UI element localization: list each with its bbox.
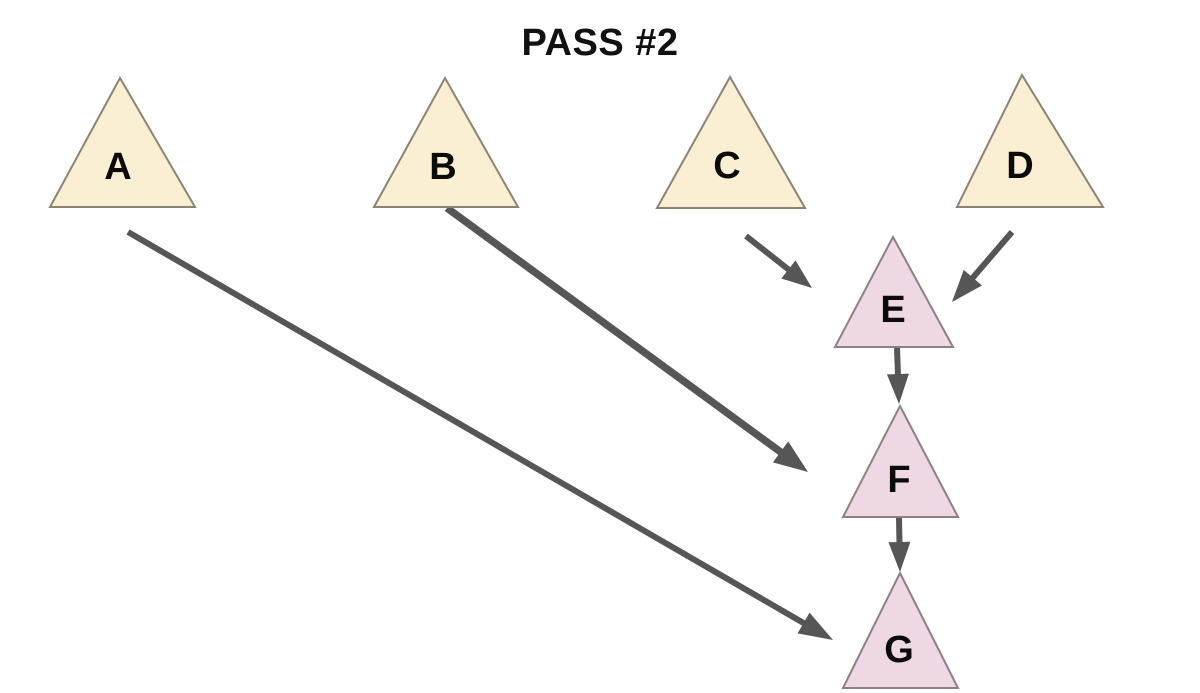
triangle-shape[interactable] bbox=[48, 75, 197, 208]
triangle-shape[interactable] bbox=[955, 72, 1105, 208]
node-d[interactable]: D bbox=[955, 72, 1105, 208]
nodes-layer: A B C D E F G bbox=[48, 72, 1105, 689]
node-label: E bbox=[880, 289, 905, 331]
edge-b-to-f bbox=[444, 204, 808, 472]
node-label: A bbox=[104, 146, 131, 188]
page-title: PASS #2 bbox=[522, 22, 679, 64]
triangle-shape[interactable] bbox=[833, 234, 955, 348]
node-label: C bbox=[713, 145, 740, 187]
arrowhead-icon bbox=[781, 260, 812, 288]
triangle-shape[interactable] bbox=[841, 403, 960, 518]
edge-shaft bbox=[894, 347, 901, 377]
edges-layer bbox=[126, 204, 1015, 640]
edge-a-to-g bbox=[126, 229, 833, 640]
edge-shaft bbox=[969, 230, 1015, 282]
triangle-shape[interactable] bbox=[655, 74, 807, 209]
arrowhead-icon bbox=[772, 441, 808, 472]
edge-shaft bbox=[126, 229, 807, 627]
arrowhead-icon bbox=[888, 541, 911, 572]
node-b[interactable]: B bbox=[372, 75, 520, 208]
node-a[interactable]: A bbox=[48, 75, 197, 208]
edge-f-to-g bbox=[888, 517, 911, 572]
edge-e-to-f bbox=[886, 347, 909, 404]
edge-d-to-e bbox=[952, 230, 1015, 302]
edge-c-to-e bbox=[744, 233, 812, 288]
triangle-shape[interactable] bbox=[841, 570, 960, 689]
edge-shaft bbox=[744, 233, 792, 274]
node-g[interactable]: G bbox=[841, 570, 960, 689]
node-label: D bbox=[1006, 145, 1033, 187]
node-c[interactable]: C bbox=[655, 74, 807, 209]
edge-shaft bbox=[444, 204, 785, 457]
arrowhead-icon bbox=[952, 269, 982, 302]
arrowhead-icon bbox=[797, 612, 833, 640]
node-f[interactable]: F bbox=[841, 403, 960, 518]
triangle-shape[interactable] bbox=[372, 75, 520, 208]
node-label: F bbox=[887, 459, 910, 501]
node-label: G bbox=[884, 629, 914, 671]
node-label: B bbox=[429, 146, 456, 188]
arrowhead-icon bbox=[886, 373, 909, 404]
node-e[interactable]: E bbox=[833, 234, 955, 348]
